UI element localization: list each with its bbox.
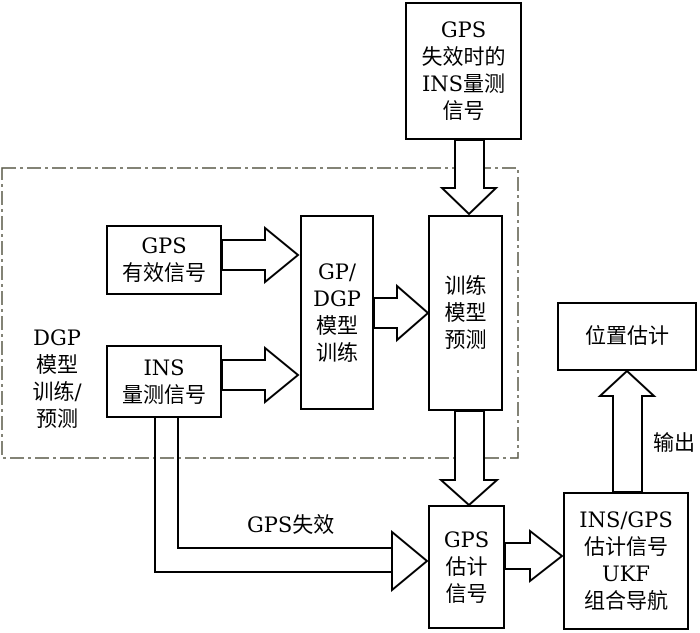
ins-gps-fail-signal-text: GPS 失效时的 INS量测 信号 [421,18,506,123]
ins-measure-signal-text: INS 量测信号 [122,355,206,407]
connector-gps-fail-path [177,418,392,549]
arrow-gps-fail-to-predict [439,139,499,216]
output-label: 输出 [653,431,695,455]
arrow-gps-valid-to-train [221,225,300,285]
arrow-ukf-to-position [597,369,657,493]
gp-dgp-training-box: GP/ DGP 模型 训练 [300,215,374,410]
dgp-group-boundary [1,167,519,459]
arrow-ins-to-train [221,345,300,405]
arrow-predict-to-estimate [438,410,500,507]
gps-estimate-signal-box: GPS 估计 信号 [428,505,505,629]
dgp-group-label: DGP 模型 训练/ 预测 [32,326,82,431]
connector-ins-to-estimate-path [154,418,392,573]
gp-dgp-training-text: GP/ DGP 模型 训练 [313,259,361,365]
train-model-predict-text: 训练 模型 预测 [444,273,487,352]
ins-measure-signal-box: INS 量测信号 [106,345,222,418]
train-model-predict-box: 训练 模型 预测 [428,215,503,411]
gps-estimate-signal-text: GPS 估计 信号 [443,527,490,606]
position-estimate-text: 位置估计 [585,324,669,348]
ukf-integrated-navigation-text: INS/GPS 估计信号 UKF 组合导航 [579,508,673,613]
gps-fail-label: GPS失效 [247,513,335,537]
gps-valid-signal-box: GPS 有效信号 [106,225,222,295]
ukf-integrated-navigation-box: INS/GPS 估计信号 UKF 组合导航 [563,492,689,630]
position-estimate-box: 位置估计 [557,302,697,371]
gps-valid-signal-text: GPS 有效信号 [122,234,206,285]
arrow-train-to-predict [373,283,430,343]
arrow-estimate-to-ukf [504,528,564,584]
ins-gps-fail-signal-box: GPS 失效时的 INS量测 信号 [405,2,522,140]
arrow-to-gps-estimate [391,529,429,593]
